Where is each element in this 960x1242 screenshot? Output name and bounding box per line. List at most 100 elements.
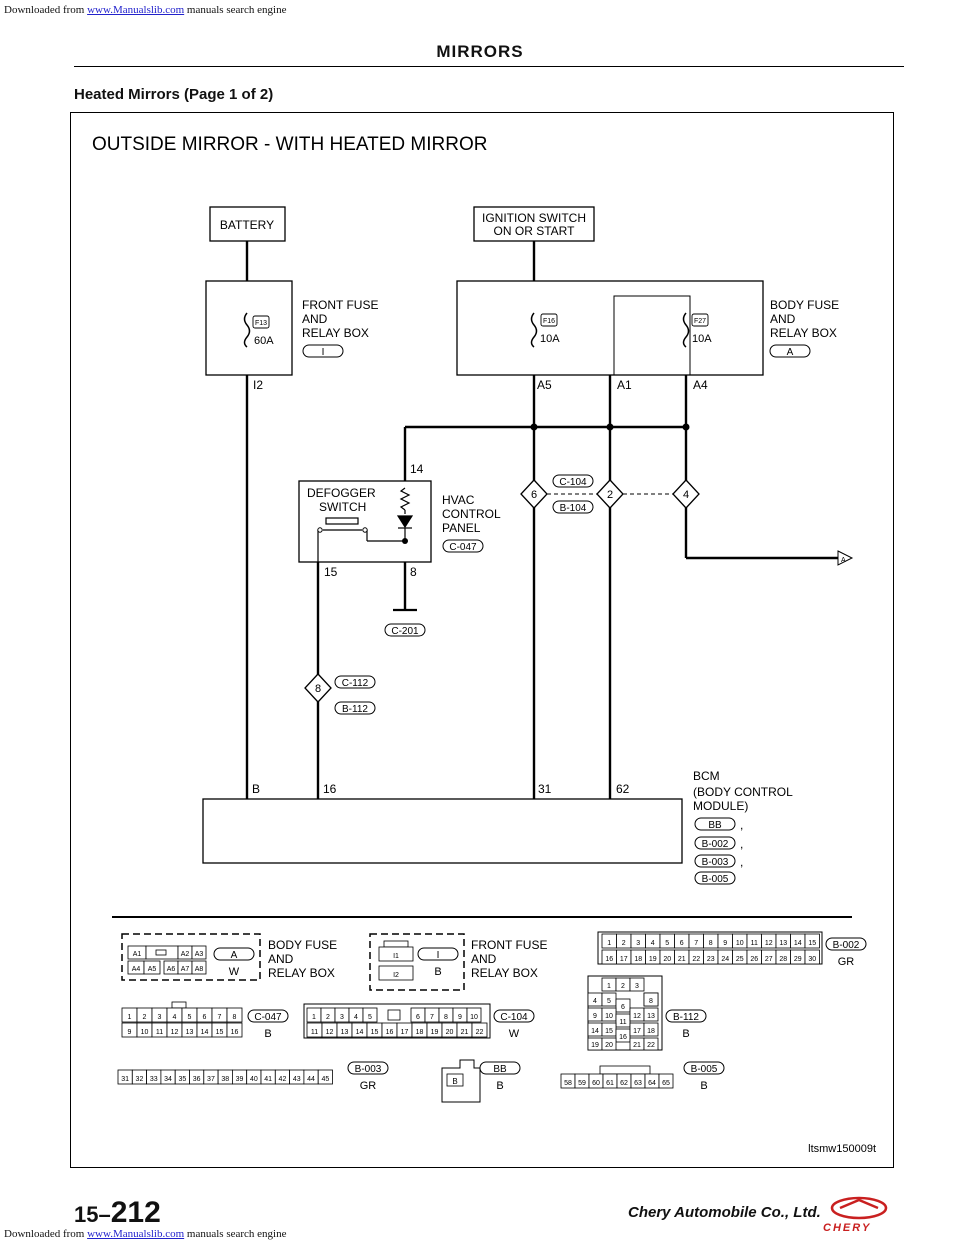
conn-b003-pin: 45 [321, 1076, 329, 1083]
conn-c047-pin: 5 [188, 1014, 192, 1021]
conn-b112-pin: 20 [605, 1042, 613, 1049]
conn-c047-key [171, 1001, 187, 1009]
conn-b003-name-label: B-003 [355, 1064, 382, 1075]
conn-b002-pin: 3 [636, 940, 640, 947]
conn-c047-pin: 1 [128, 1014, 132, 1021]
conn-b112-pin: 3 [635, 983, 639, 990]
conn-a-pin: A8 [195, 966, 204, 973]
conn-i-pin: I1 [393, 953, 399, 960]
fuse-amp-3: 10A [692, 333, 712, 345]
conn-a-pin: A5 [148, 966, 157, 973]
conn-b003-pin: 42 [279, 1076, 287, 1083]
conn-i-cell [378, 946, 414, 962]
conn-b002-cell [804, 933, 820, 949]
conn-b002-pin: 7 [694, 940, 698, 947]
b002-tag: B-002 [702, 839, 729, 850]
conn-b112-pin: 8 [649, 998, 653, 1005]
pin-14: 14 [410, 462, 424, 476]
conn-i-desc-1: FRONT FUSE [471, 938, 547, 952]
conn-b002-pin: 12 [765, 940, 773, 947]
ffrb-label-2: AND [302, 312, 328, 326]
splice-8: 8 [315, 683, 321, 695]
conn-b003-cell [317, 1069, 333, 1085]
c104-tag: C-104 [559, 477, 587, 488]
conn-c104-pin: 18 [416, 1029, 424, 1036]
conn-a-pin: A3 [195, 951, 204, 958]
conn-a-pin: A6 [167, 966, 176, 973]
conn-b003-pin: 44 [307, 1076, 315, 1083]
body-fuse-box [456, 280, 764, 376]
conn-c104-pin: 16 [386, 1029, 394, 1036]
ffrb-label-1: FRONT FUSE [302, 298, 378, 312]
conn-b005-pin: 59 [578, 1080, 586, 1087]
bcm-label-1: BCM [693, 769, 720, 783]
b003-tag: B-003 [702, 857, 729, 868]
conn-b112-pin: 1 [607, 983, 611, 990]
manualslib-link[interactable]: www.Manualslib.com [87, 4, 185, 16]
conn-b003-pin: 36 [193, 1076, 201, 1083]
conn-c104-pin: 9 [458, 1014, 462, 1021]
conn-b112-cell [615, 998, 631, 1013]
body-fuse-inner [613, 295, 691, 376]
bcm-pin-62: 62 [616, 782, 630, 796]
conn-a-name-label: A [231, 950, 238, 961]
conn-c104-pin: 5 [368, 1014, 372, 1021]
conn-bb-color: B [496, 1080, 503, 1092]
bfrb-label-2: AND [770, 312, 796, 326]
chery-logo-icon [830, 1196, 888, 1220]
splice-6: 6 [531, 489, 537, 501]
pin-i2: I2 [253, 378, 263, 392]
conn-i-outline [369, 933, 465, 991]
conn-b002-pin: 28 [779, 956, 787, 963]
conn-c047-pin: 12 [171, 1029, 179, 1036]
conn-c104-pin: 20 [446, 1029, 454, 1036]
hvac-label-1: HVAC [442, 493, 475, 507]
conn-bb-name-pill [479, 1061, 521, 1075]
conn-b002-pin: 16 [605, 956, 613, 963]
conn-b112-pin: 14 [591, 1028, 599, 1035]
ffrb-tag: I [322, 347, 325, 358]
conn-b112-color: B [682, 1028, 689, 1040]
conn-b002-pin: 30 [808, 956, 816, 963]
conn-c104-pin: 15 [371, 1029, 379, 1036]
page-title: Heated Mirrors (Page 1 of 2) [74, 86, 274, 103]
manualslib-link-bottom[interactable]: www.Manualslib.com [87, 1228, 185, 1240]
conn-b005-key [599, 1065, 651, 1075]
conn-c047-pin: 10 [141, 1029, 149, 1036]
hvac-panel-box [298, 480, 432, 563]
conn-c104-name-pill [493, 1009, 535, 1023]
conn-b002-pin: 14 [794, 940, 802, 947]
bcm-label-2: (BODY CONTROL [693, 785, 793, 799]
fuse-amp-2: 10A [540, 333, 560, 345]
conn-c104-pin: 4 [354, 1014, 358, 1021]
bb-tag: BB [708, 820, 722, 831]
conn-b002-pin: 13 [779, 940, 787, 947]
conn-c104-cell [471, 1022, 488, 1038]
battery-label: BATTERY [220, 218, 274, 232]
conn-c047-pin: 16 [231, 1029, 239, 1036]
conn-b005-color: B [700, 1080, 707, 1092]
conn-b005-name-label: B-005 [691, 1064, 718, 1075]
conn-b002-pin: 10 [736, 940, 744, 947]
bcm-pin-31: 31 [538, 782, 552, 796]
conn-b002-pin: 6 [680, 940, 684, 947]
conn-i-desc-2: AND [471, 952, 497, 966]
pin-a4: A4 [693, 378, 708, 392]
conn-b112-pin: 12 [633, 1013, 641, 1020]
conn-b112-cell [643, 1037, 659, 1051]
conn-b112-pin: 6 [621, 1004, 625, 1011]
conn-bb-cavity [446, 1073, 464, 1087]
pin-a1: A1 [617, 378, 632, 392]
fuse-id-2: F16 [543, 318, 555, 325]
c112-tag: C-112 [342, 678, 369, 689]
conn-b112-cell [601, 1037, 617, 1051]
conn-c104-pin: 17 [401, 1029, 409, 1036]
conn-c104-cell [362, 1007, 378, 1023]
conn-c104-outline [303, 1003, 491, 1039]
conn-b112-pin: 21 [633, 1042, 641, 1049]
pin-8: 8 [410, 565, 417, 579]
conn-c104-name-label: C-104 [500, 1012, 528, 1023]
conn-b002-pin: 17 [620, 956, 628, 963]
